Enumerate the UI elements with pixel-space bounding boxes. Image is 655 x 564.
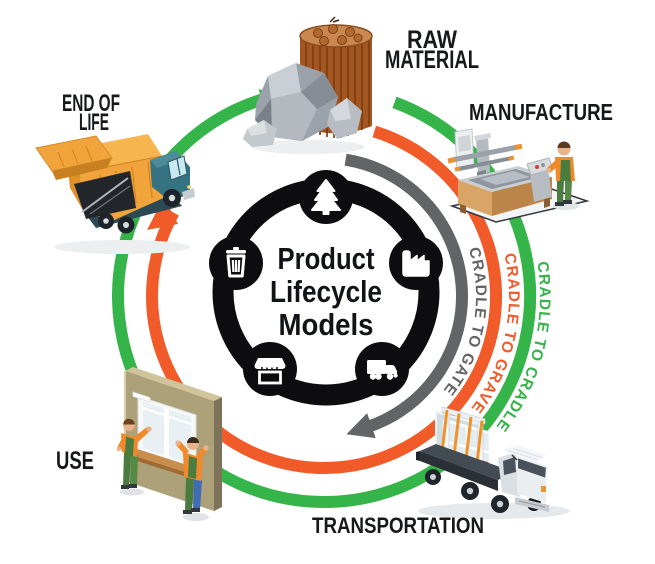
- factory-icon: [402, 250, 430, 277]
- use-illustration: [116, 367, 222, 521]
- raw-material-illustration: [243, 16, 373, 154]
- tree-icon: [311, 179, 341, 215]
- stage-labels: RAW MATERIAL MANUFACTURE TRANSPORTATION …: [56, 26, 613, 538]
- transportation-illustration: [416, 406, 570, 519]
- label-raw-material-line-2: MATERIAL: [385, 46, 479, 74]
- center-title-line-2: Lifecycle: [270, 274, 382, 309]
- package-icon: [254, 358, 286, 385]
- label-end-of-life-line-1: END OF: [62, 90, 120, 117]
- label-use: USE: [56, 447, 94, 475]
- end-of-life-illustration: [35, 134, 195, 254]
- label-end-of-life-line-2: LIFE: [79, 109, 109, 136]
- label-manufacture: MANUFACTURE: [469, 99, 613, 125]
- label-raw-material-line-1: RAW: [407, 26, 457, 54]
- center-ring: Product Lifecycle Models: [209, 170, 443, 406]
- manufacture-illustration: [447, 128, 590, 223]
- truck-icon: [367, 360, 398, 380]
- center-title-line-1: Product: [278, 241, 375, 276]
- cradle-to-grave-arrowhead: [147, 197, 178, 230]
- center-title-line-3: Models: [279, 307, 374, 342]
- label-transportation: TRANSPORTATION: [312, 513, 484, 538]
- cradle-to-gate-arc: [344, 153, 468, 439]
- trash-icon: [226, 247, 246, 278]
